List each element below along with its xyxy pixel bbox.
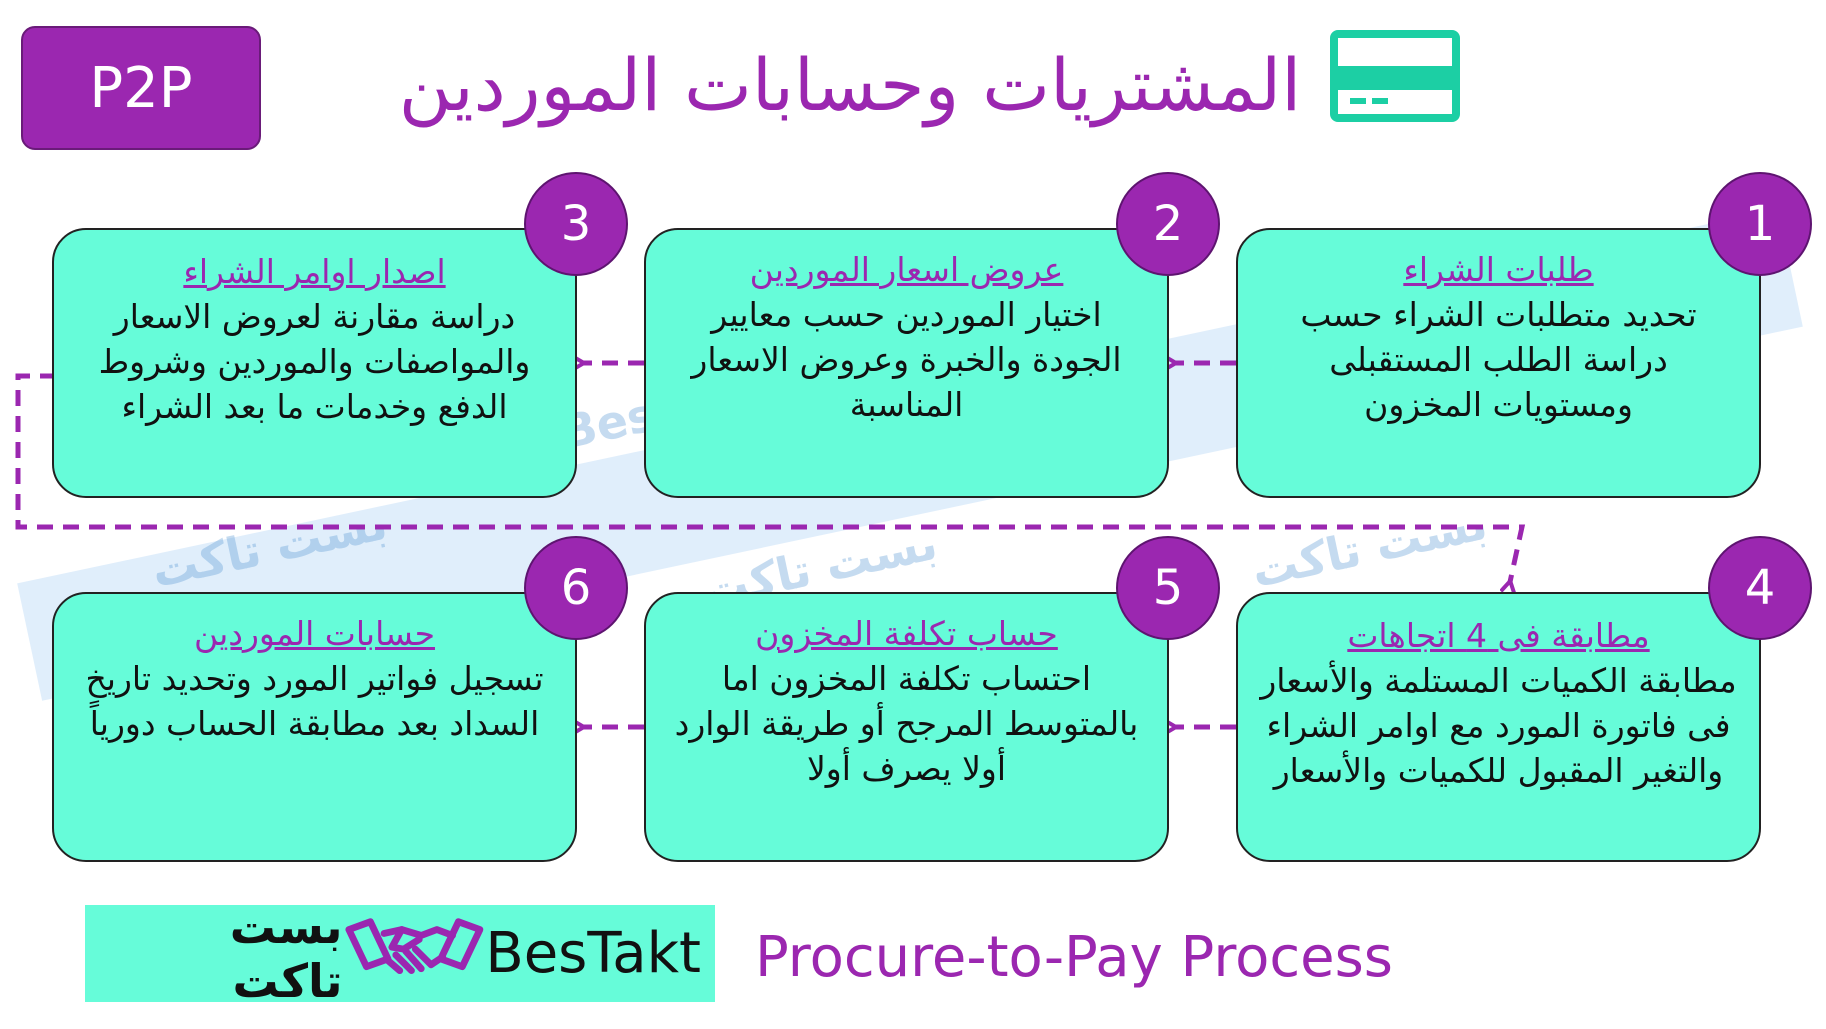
logo-english-text: BesTakt — [485, 921, 701, 986]
step-2-body: اختيار الموردين حسب معايير الجودة والخبر… — [691, 295, 1122, 424]
step-3-body: دراسة مقارنة لعروض الاسعار والمواصفات وا… — [98, 297, 531, 426]
credit-card-icon — [1330, 30, 1460, 122]
step-5-body: احتساب تكلفة المخزون اما بالمتوسط المرجح… — [674, 659, 1139, 788]
step-4-box: مطابقة فى 4 اتجاهات مطابقة الكميات المست… — [1236, 592, 1761, 862]
bestakt-logo: بست تاكت BesTakt — [85, 900, 715, 1008]
step-2-number: 2 — [1116, 172, 1220, 276]
step-4-number: 4 — [1708, 536, 1812, 640]
step-5-heading: حساب تكلفة المخزون — [755, 614, 1058, 653]
step-6-heading: حسابات الموردين — [194, 614, 435, 653]
step-1-number: 1 — [1708, 172, 1812, 276]
arrow-3-to-4 — [15, 373, 1526, 582]
step-2-heading: عروض اسعار الموردين — [749, 250, 1064, 289]
process-caption: Procure-to-Pay Process — [755, 925, 1393, 990]
step-6-body: تسجيل فواتير المورد وتحديد تاريخ السداد … — [85, 659, 544, 743]
step-3-number: 3 — [524, 172, 628, 276]
step-5-number: 5 — [1116, 536, 1220, 640]
handshake-icon — [344, 917, 483, 974]
step-3-box: اصدار اوامر الشراء دراسة مقارنة لعروض ال… — [52, 228, 577, 498]
p2p-badge: P2P — [21, 26, 261, 150]
step-5-box: حساب تكلفة المخزون احتساب تكلفة المخزون … — [644, 592, 1169, 862]
logo-arabic-text: بست تاكت — [229, 899, 343, 1008]
step-6-box: حسابات الموردين تسجيل فواتير المورد وتحد… — [52, 592, 577, 862]
step-1-body: تحديد متطلبات الشراء حسب دراسة الطلب الم… — [1300, 295, 1697, 424]
step-1-heading: طلبات الشراء — [1403, 250, 1594, 289]
step-4-heading: مطابقة فى 4 اتجاهات — [1347, 616, 1650, 655]
step-3-heading: اصدار اوامر الشراء — [183, 252, 446, 291]
page-title: المشتريات وحسابات الموردين — [398, 43, 1302, 127]
step-4-body: مطابقة الكميات المستلمة والأسعار فى فاتو… — [1260, 661, 1737, 790]
step-6-number: 6 — [524, 536, 628, 640]
step-2-box: عروض اسعار الموردين اختيار الموردين حسب … — [644, 228, 1169, 498]
step-1-box: طلبات الشراء تحديد متطلبات الشراء حسب در… — [1236, 228, 1761, 498]
